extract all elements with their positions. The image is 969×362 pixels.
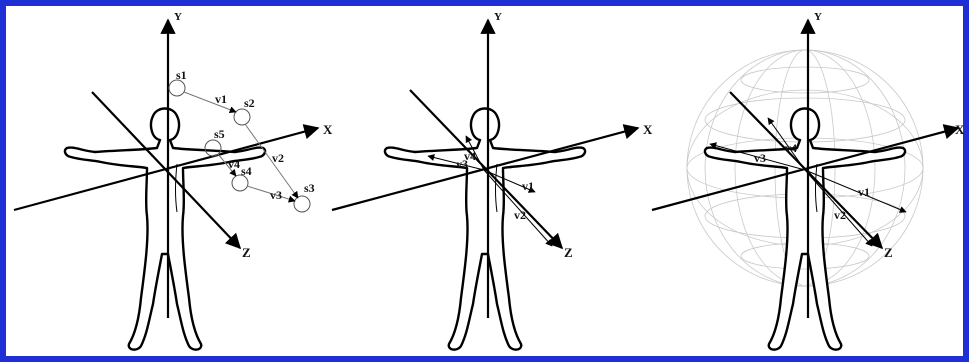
vector-label-v1: v1: [858, 185, 870, 199]
sensor-label-s5: s5: [214, 127, 225, 141]
panel-1: Y X Z s1 s2 s3 s4 s5 v1 v2 v3 v4: [14, 11, 333, 350]
vector-label-v2: v2: [272, 151, 284, 165]
vector-label-v4: v4: [228, 157, 240, 171]
sensor-label-s1: s1: [176, 68, 187, 82]
y-axis-label: Y: [814, 11, 822, 23]
panel-3: Y X Z v1 v2 v3 v4: [652, 11, 965, 350]
sensor-s1: [169, 80, 185, 96]
human-silhouette: [65, 109, 265, 350]
sensor-label-s4: s4: [241, 164, 252, 178]
z-axis-label: Z: [564, 245, 573, 260]
vector-label-v3: v3: [270, 188, 282, 202]
sensor-label-s2: s2: [244, 96, 255, 110]
vector-label-v2: v2: [834, 208, 846, 222]
sensor-s3: [294, 196, 310, 212]
human-silhouette: [705, 109, 905, 350]
vector-label-v1: v1: [215, 92, 227, 106]
x-axis-label: X: [643, 122, 653, 137]
sensor-label-s3: s3: [304, 181, 315, 195]
human-silhouette: [385, 109, 585, 350]
y-axis-label: Y: [494, 11, 502, 23]
vector-label-v2: v2: [514, 208, 526, 222]
vector-label-v3: v3: [754, 151, 766, 165]
x-axis-label: X: [955, 122, 965, 137]
sensor-s2: [234, 109, 250, 125]
z-axis-label: Z: [242, 245, 251, 260]
vector-label-v4: v4: [785, 141, 797, 155]
vector-label-v4: v4: [464, 149, 476, 163]
panel-2: Y X Z v1 v2 v3 v4: [332, 11, 653, 350]
vector-label-v1: v1: [522, 179, 534, 193]
x-axis-label: X: [323, 122, 333, 137]
y-axis-label: Y: [174, 11, 182, 23]
vector-v1: [184, 92, 236, 112]
z-axis-label: Z: [884, 245, 893, 260]
